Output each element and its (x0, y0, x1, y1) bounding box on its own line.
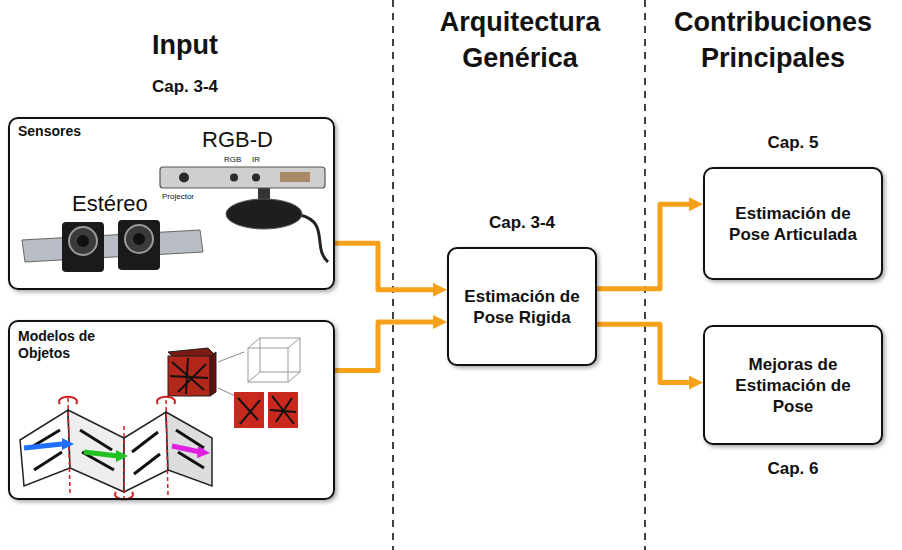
sensor-name: RGB-D (202, 127, 273, 153)
articulated-model (20, 397, 212, 500)
column-heading: Input (85, 28, 285, 62)
process-box: Mejoras de Estimación de PoseCap. 6 (703, 325, 883, 445)
axis-arrow (84, 452, 118, 456)
wire-edge (248, 338, 300, 382)
lens-label: IR (252, 155, 266, 165)
joint-rotation (157, 397, 175, 404)
flow-arrow (335, 243, 441, 290)
stereo-rig (22, 220, 203, 272)
process-box: Cap. 5Estimación de Pose Articulada (703, 167, 883, 280)
camera-lens (133, 233, 145, 245)
camera-body (62, 222, 104, 272)
rig-plate (22, 230, 203, 262)
model-panel (68, 410, 124, 492)
panel-heading: Sensores (18, 123, 81, 140)
chapter-label: Cap. 3-4 (429, 213, 615, 233)
sensor-base (226, 199, 302, 229)
sensor-panel: Sensores RGB-D Estéreo (8, 117, 335, 290)
process-label: Estimación de Pose Articulada (705, 203, 881, 245)
camera-body (118, 220, 160, 270)
joint-rotation (59, 397, 77, 404)
axis-arrow (116, 450, 128, 462)
camera-lens (77, 235, 89, 247)
sensor-board (280, 172, 310, 182)
ir-lens (252, 174, 260, 182)
process-box: Cap. 3-4Estimación de Pose Rigida (447, 247, 597, 366)
model-panel (124, 412, 168, 492)
models-panel: Modelos de Objetos (8, 320, 335, 500)
rgb-lens (230, 174, 238, 182)
camera-lens (69, 227, 97, 255)
joint-axis (68, 398, 168, 498)
panel-texture (30, 430, 204, 474)
lens-label: RGB (224, 155, 248, 165)
sensor-bar (160, 167, 325, 188)
lens-label: Projector (162, 192, 212, 202)
cube-side (210, 352, 216, 396)
cube-texture (170, 358, 208, 394)
column-heading: Contribuciones Principales (648, 4, 898, 76)
texture-pattern (238, 396, 296, 424)
flow-arrow (597, 204, 697, 288)
flow-arrow (335, 322, 441, 370)
process-label: Mejoras de Estimación de Pose (705, 354, 881, 417)
axis-arrow (197, 446, 210, 458)
chapter-label: Cap. 6 (685, 459, 901, 479)
wireframe-box (248, 338, 300, 382)
cube-face (168, 356, 210, 396)
model-link (218, 352, 244, 362)
axis-arrow (172, 446, 200, 452)
projector-lens (179, 173, 189, 183)
camera-lens (125, 225, 153, 253)
axis-arrow (62, 438, 74, 450)
column-heading: Arquitectura Genérica (400, 4, 640, 76)
panel-heading: Modelos de Objetos (18, 328, 128, 362)
process-label: Estimación de Pose Rigida (449, 286, 595, 328)
model-panel (166, 412, 212, 486)
axis-arrow (24, 444, 62, 448)
column-divider (392, 0, 394, 550)
cube-model (168, 348, 244, 400)
sensor-cable (300, 215, 328, 262)
chapter-label: Cap. 5 (685, 133, 901, 153)
texture-patches (234, 392, 298, 428)
sensor-name: Estéreo (72, 191, 148, 217)
column-divider (644, 0, 646, 550)
chapter-label: Cap. 3-4 (110, 77, 260, 97)
flow-arrow (597, 324, 697, 382)
